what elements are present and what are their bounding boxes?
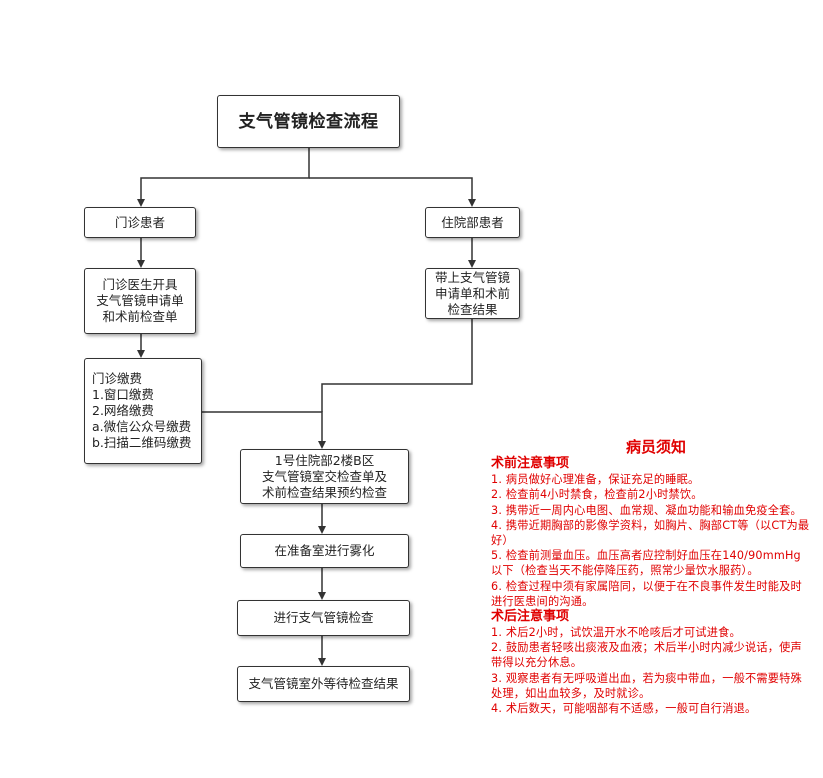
waiting-label: 支气管镜室外等待检查结果 <box>248 676 399 691</box>
payment-line: 门诊缴费 <box>92 371 143 386</box>
connector-bring-appointment <box>321 318 473 412</box>
connector-title-split-right <box>309 177 476 207</box>
post-op-title: 术后注意事项 <box>491 609 570 625</box>
connector-title-split <box>137 148 310 207</box>
patient-notice: 病员须知 术前注意事项 1. 病员做好心理准备，保证充足的睡眠。 2. 检查前4… <box>491 438 811 716</box>
appointment-line: 支气管镜室交检查单及 <box>261 468 387 484</box>
appointment-line: 1号住院部2楼B区 <box>274 452 375 468</box>
inpatient-bring-line: 检查结果 <box>447 301 498 317</box>
post-op-item: 1. 术后2小时，试饮温开水不呛咳后才可试进食。 <box>491 626 741 640</box>
post-op-item: 2. 鼓励患者轻咳出痰液及血液；术后半小时内减少说话，使声带得以充分休息。 <box>491 641 802 670</box>
pre-op-item: 6. 检查过程中须有家属陪同，以便于在不良事件发生时能及时进行医患间的沟通。 <box>491 579 802 608</box>
post-op-item: 4. 术后数天，可能咽部有不适感，一般可自行消退。 <box>491 702 757 716</box>
inpatient-bring-line: 带上支气管镜 <box>434 269 510 285</box>
appointment-box: 1号住院部2楼B区 支气管镜室交检查单及 术前检查结果预约检查 <box>240 449 409 504</box>
payment-line: 1.窗口缴费 <box>92 387 154 402</box>
examination-label: 进行支气管镜检查 <box>273 610 374 625</box>
pre-op-item: 3. 携带近一周内心电图、血常规、凝血功能和输血免疫全套。 <box>491 503 802 517</box>
nebulization-label: 在准备室进行雾化 <box>274 543 375 558</box>
flowchart-title: 支气管镜检查流程 <box>238 111 379 132</box>
notice-title: 病员须知 <box>625 438 686 456</box>
outpatient-label: 门诊患者 <box>114 214 165 230</box>
nebulization-box: 在准备室进行雾化 <box>240 534 409 568</box>
outpatient-doctor-line: 和术前检查单 <box>102 309 178 324</box>
pre-op-title: 术前注意事项 <box>491 456 570 472</box>
payment-box: 门诊缴费 1.窗口缴费 2.网络缴费 a.微信公众号缴费 b.扫描二维码缴费 <box>84 358 202 464</box>
connector-payment-appointment <box>202 411 326 449</box>
pre-op-item: 1. 病员做好心理准备，保证充足的睡眠。 <box>491 473 700 487</box>
pre-op-item: 4. 携带近期胸部的影像学资料，如胸片、胸部CT等（以CT为最好） <box>491 518 810 548</box>
outpatient-doctor-line: 门诊医生开具 <box>102 277 178 292</box>
waiting-box: 支气管镜室外等待检查结果 <box>237 666 410 702</box>
outpatient-doctor-box: 门诊医生开具 支气管镜申请单 和术前检查单 <box>84 268 196 334</box>
payment-line: b.扫描二维码缴费 <box>92 435 192 450</box>
outpatient-doctor-line: 支气管镜申请单 <box>96 293 184 308</box>
outpatient-box: 门诊患者 <box>84 207 196 238</box>
post-op-item: 3. 观察患者有无呼吸道出血，若为痰中带血，一般不需要特殊处理，如出血较多，及时… <box>491 671 802 700</box>
payment-line: a.微信公众号缴费 <box>92 419 192 434</box>
inpatient-label: 住院部患者 <box>441 214 504 230</box>
examination-box: 进行支气管镜检查 <box>237 600 410 636</box>
inpatient-bring-line: 申请单和术前 <box>434 285 510 301</box>
payment-line: 2.网络缴费 <box>92 403 154 418</box>
inpatient-bring-box: 带上支气管镜 申请单和术前 检查结果 <box>425 268 520 319</box>
inpatient-box: 住院部患者 <box>425 207 520 238</box>
flowchart-title-box: 支气管镜检查流程 <box>217 95 400 148</box>
pre-op-item: 2. 检查前4小时禁食，检查前2小时禁饮。 <box>491 488 703 502</box>
appointment-line: 术前检查结果预约检查 <box>261 484 387 500</box>
pre-op-item: 5. 检查前测量血压。血压高者应控制好血压在140/90mmHg以下（检查当天不… <box>491 549 801 578</box>
